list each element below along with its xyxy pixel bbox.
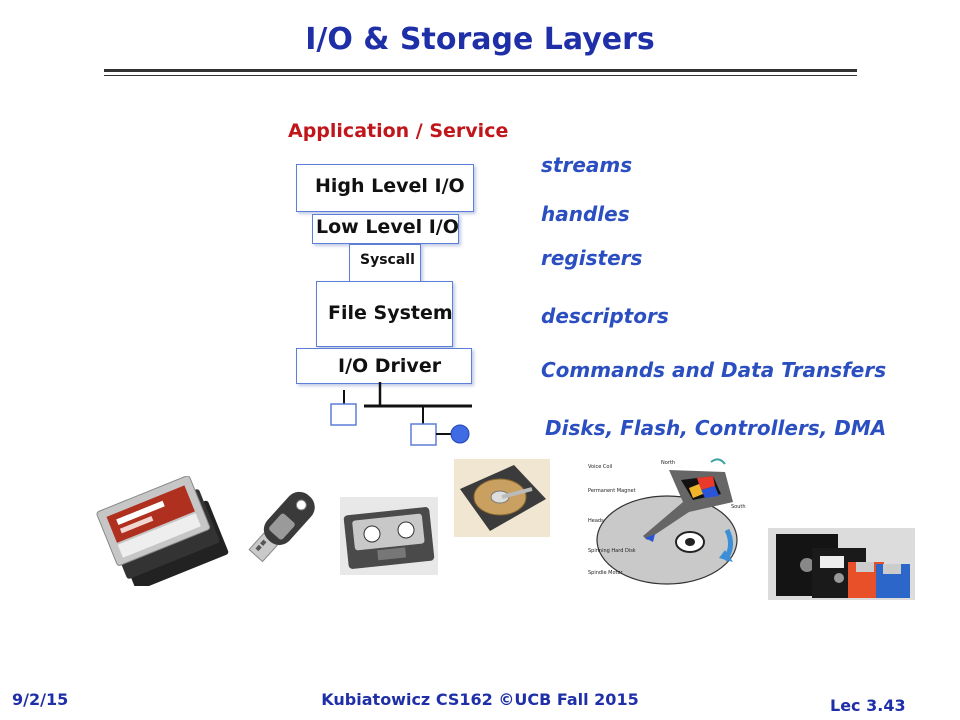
usb-drive-image	[248, 491, 315, 563]
head	[645, 534, 655, 542]
permanent-magnet-label: Permanent Magnet	[588, 488, 636, 494]
north-magnet	[697, 476, 715, 490]
dma-node	[450, 424, 470, 444]
high-level-io-box	[296, 164, 474, 212]
devices-label: Disks, Flash, Controllers, DMA	[545, 416, 887, 440]
north-label: North	[661, 460, 675, 466]
footer-course: Kubiatowicz CS162 ©UCB Fall 2015	[321, 690, 639, 709]
south-label: South	[731, 504, 746, 510]
spindle-motor-label: Spindle Motor	[588, 570, 624, 576]
streams-label: streams	[541, 153, 633, 177]
registers-label: registers	[541, 246, 643, 270]
io-driver-box	[296, 348, 472, 384]
file-system-label: File System	[328, 302, 453, 324]
floppy-disks-image	[768, 528, 915, 600]
descriptors-label: descriptors	[541, 304, 669, 328]
syscall-label: Syscall	[360, 252, 415, 268]
hard-disk-diagram: Voice Coil North Permanent Magnet South …	[588, 458, 746, 585]
title-rule-thin	[104, 75, 857, 76]
footer-date: 9/2/15	[12, 690, 69, 709]
high-level-io-label: High Level I/O	[315, 175, 465, 197]
low-level-io-label: Low Level I/O	[316, 216, 459, 238]
io-bus-diagram	[330, 382, 472, 446]
voice-coil-label: Voice Coil	[588, 464, 612, 470]
title-rule-thick	[104, 69, 857, 72]
hard-disk-image	[454, 459, 550, 537]
footer-lecture: Lec 3.43	[830, 696, 906, 715]
application-service-label: Application / Service	[288, 120, 509, 142]
cassette-tape-image	[340, 497, 438, 575]
right-device-box	[410, 423, 437, 446]
voice-coil	[689, 484, 703, 498]
platter	[596, 495, 738, 585]
io-driver-label: I/O Driver	[338, 355, 442, 377]
handles-label: handles	[541, 202, 630, 226]
heads-label: Heads	[588, 518, 604, 524]
low-level-io-box	[312, 214, 459, 244]
south-magnet	[701, 486, 719, 498]
ssd-image	[96, 476, 229, 586]
slide-title: I/O & Storage Layers	[305, 22, 655, 57]
commands-label: Commands and Data Transfers	[541, 358, 887, 382]
spinning-disk-label: Spinning Hard Disk	[588, 548, 636, 554]
file-system-box	[316, 281, 453, 347]
left-device-box	[330, 403, 357, 426]
